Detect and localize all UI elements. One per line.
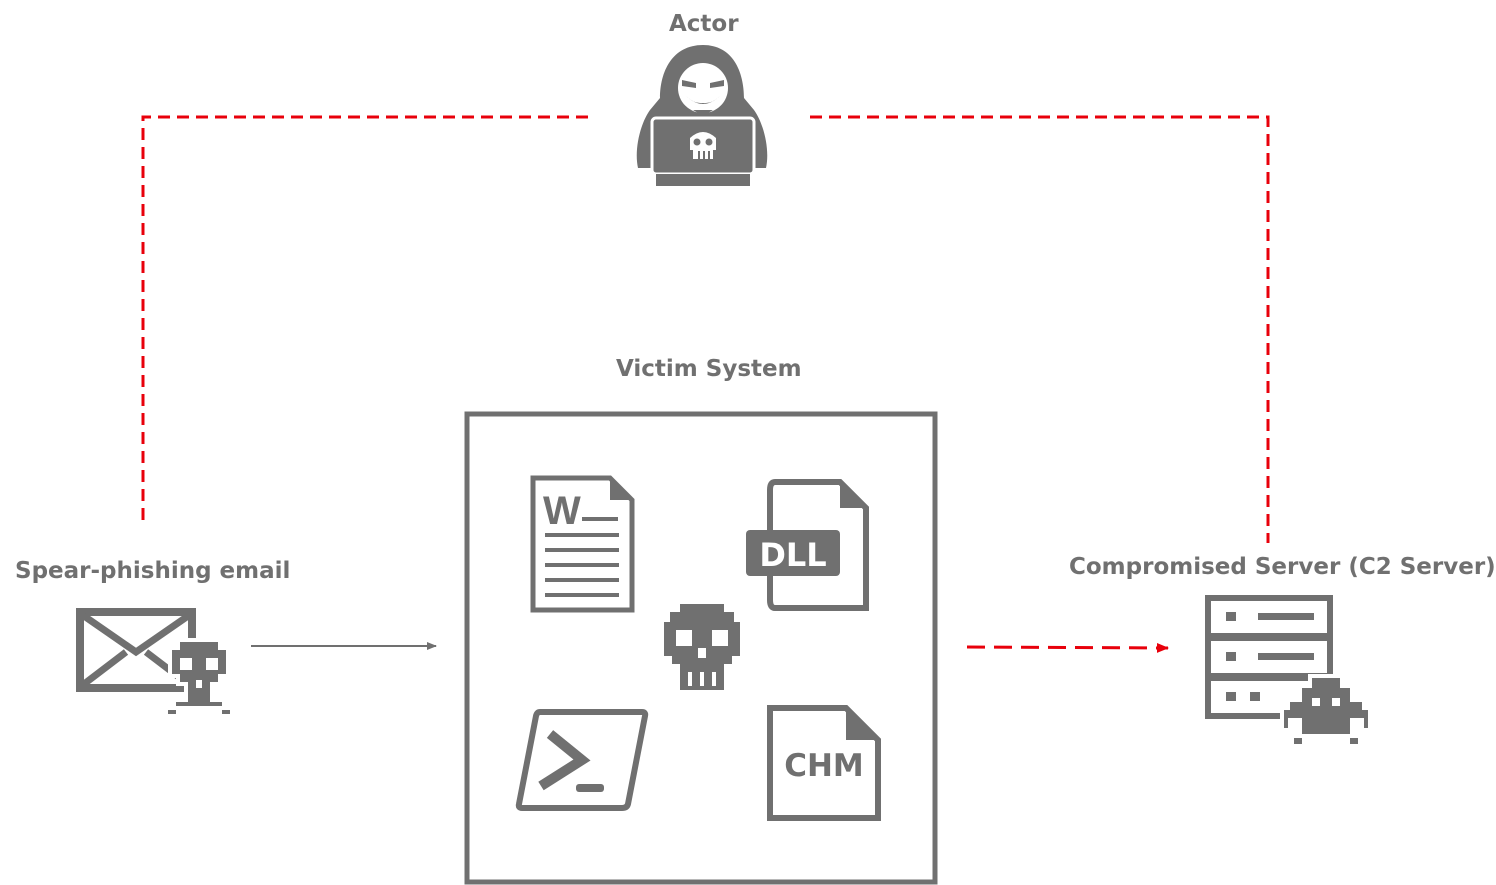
hacker-icon xyxy=(636,45,768,186)
victim-to-server-arrow xyxy=(966,642,1169,653)
chm-file-text: CHM xyxy=(784,748,864,784)
c2-server-label: Compromised Server (C2 Server) xyxy=(1069,554,1496,580)
powershell-icon xyxy=(515,709,649,811)
skull-icon xyxy=(664,604,740,690)
skull-icon xyxy=(164,638,234,718)
actor-to-server-connector xyxy=(810,115,1270,543)
infected-server-icon xyxy=(1205,595,1372,748)
actor-to-email-connector xyxy=(141,115,588,522)
actor-label: Actor xyxy=(669,11,739,37)
dll-file-icon: DLL xyxy=(746,479,869,611)
malicious-email-icon xyxy=(76,608,234,718)
victim-system-label: Victim System xyxy=(616,356,802,382)
dll-file-text: DLL xyxy=(759,536,826,574)
chm-file-icon: CHM xyxy=(767,705,881,821)
spear-phishing-email-label: Spear-phishing email xyxy=(15,558,291,584)
word-document-icon: W xyxy=(530,475,635,613)
word-document-letter: W xyxy=(543,489,581,533)
victim-system-box xyxy=(464,411,938,885)
bug-icon xyxy=(1280,674,1372,748)
